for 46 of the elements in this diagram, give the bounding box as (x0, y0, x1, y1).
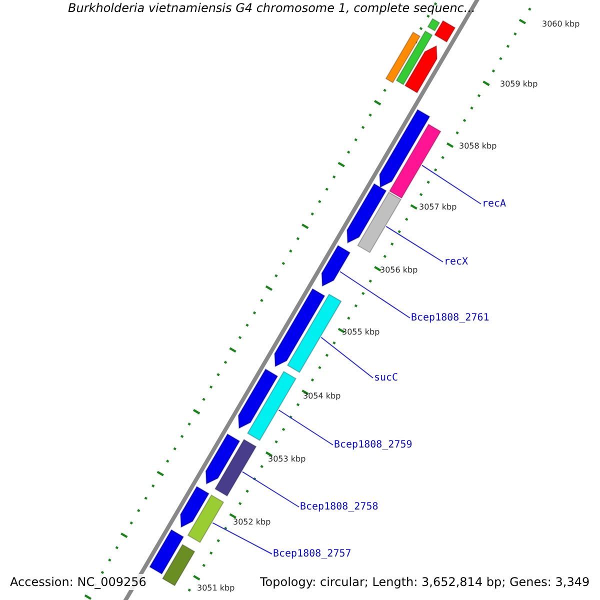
scale-label: 3054 kbp (303, 392, 341, 400)
gene-segment (180, 486, 210, 528)
gene-segment (346, 183, 387, 244)
gene-segment (396, 30, 433, 86)
gene-segment (379, 108, 430, 188)
title: Burkholderia vietnamiensis G4 chromosome 1, complete sequenc... (68, 1, 476, 15)
leader-line (340, 271, 410, 318)
accession-text: Accession: NC_009256 (8, 574, 148, 590)
scale-label: 3057 kbp (419, 202, 457, 212)
gene-label: sucC (374, 372, 398, 384)
leader-line (242, 471, 300, 508)
leader-line (278, 410, 334, 446)
gene-segment (187, 494, 224, 544)
scale-label: 3052 kbp (233, 518, 271, 526)
gene-segment (388, 124, 442, 199)
gene-segment (427, 18, 440, 32)
scale-label: 3053 kbp (268, 454, 306, 464)
gene-segment (404, 45, 438, 94)
leader-line (212, 522, 272, 554)
gene-segment (385, 32, 421, 84)
gene-segment (286, 294, 342, 374)
gene-segment (214, 438, 257, 497)
gene-segment (205, 433, 240, 485)
gene-segment (149, 529, 184, 575)
gene-label: Bcep1808_2759 (334, 440, 412, 450)
leader-line (320, 336, 374, 378)
gene-segment (238, 368, 278, 430)
scale-label: 3051 kbp (197, 584, 235, 592)
gene-segment (162, 544, 196, 586)
gene-label: Bcep1808_2757 (273, 548, 352, 560)
gene-segment (321, 244, 351, 287)
gene-label: recA (482, 198, 506, 210)
gene-segment (274, 288, 326, 368)
gene-label: Bcep1808_2761 (411, 312, 490, 324)
leader-line (386, 226, 444, 262)
gene-segment (246, 370, 297, 442)
gene-label: recX (444, 256, 468, 268)
gene-label: Bcep1808_2758 (300, 502, 378, 512)
gene-segment (357, 192, 402, 254)
scale-label: 3059 kbp (500, 80, 538, 88)
summary-text: Topology: circular; Length: 3,652,814 bp; Genes: 3,349 (258, 574, 592, 590)
scale-label: 3058 kbp (459, 142, 497, 150)
gene-segment (434, 20, 456, 43)
scale-label: 3056 kbp (380, 266, 418, 274)
scale-label: 3055 kbp (342, 328, 380, 336)
scale-label: 3060 kbp (542, 20, 580, 28)
